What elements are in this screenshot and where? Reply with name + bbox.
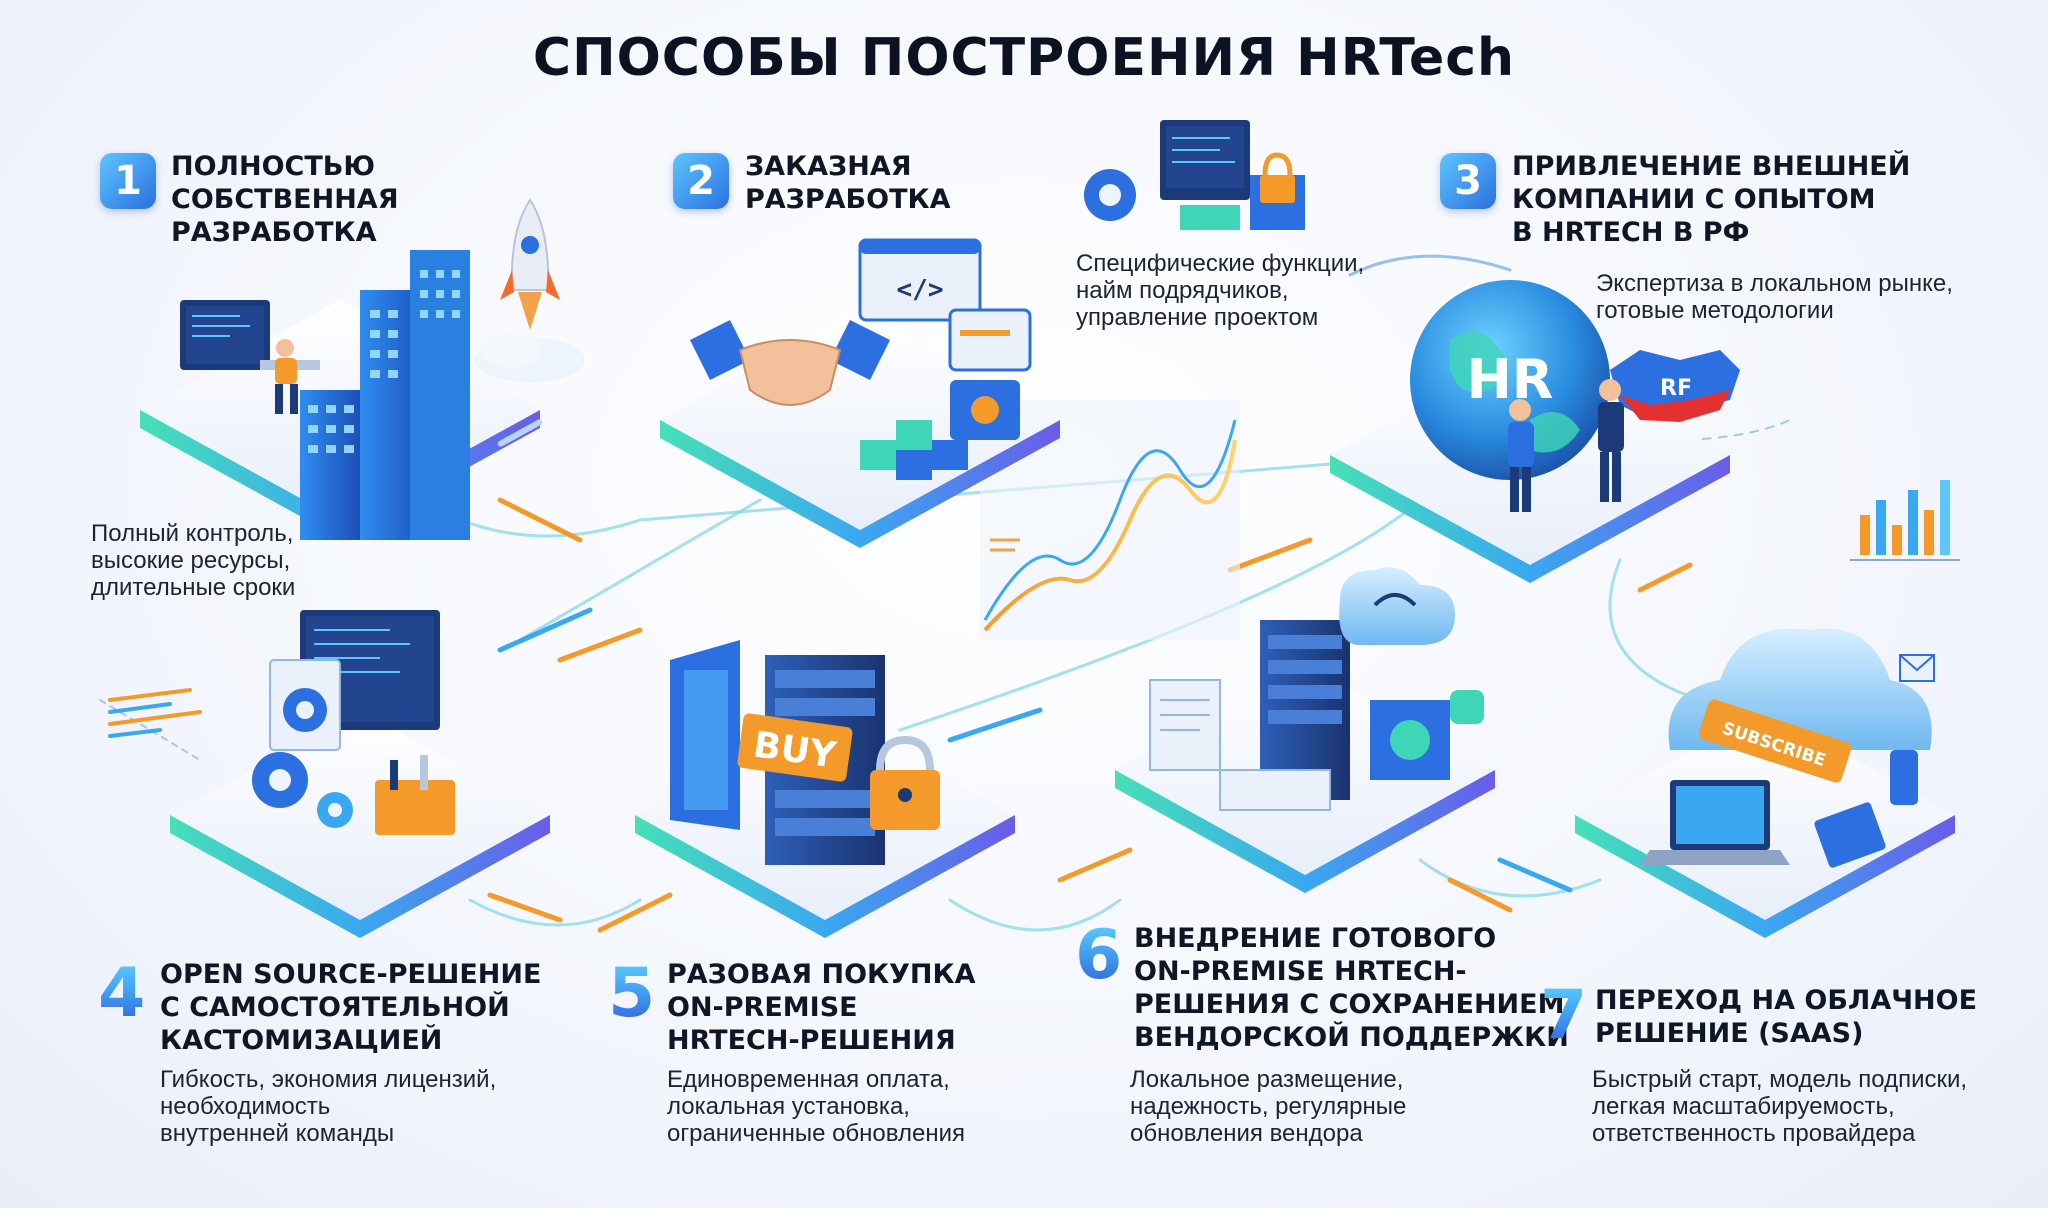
step-6-heading-line: ВНЕДРЕНИЕ ГОТОВОГО (1134, 923, 1497, 954)
step-5-number: 5 (608, 954, 656, 1033)
saas-cloud-illustration: SUBSCRIBE (1640, 628, 1935, 868)
buildings (300, 250, 470, 540)
step-6-description-line: Локальное размещение, (1130, 1066, 1404, 1093)
handshake-icon (690, 320, 890, 406)
step-3-heading-line: ПРИВЛЕЧЕНИЕ ВНЕШНЕЙ (1512, 151, 1911, 182)
platform-4 (170, 710, 550, 938)
step-3-heading-line: КОМПАНИИ С ОПЫТОМ (1512, 184, 1876, 215)
step-5-description-line: локальная установка, (667, 1093, 910, 1120)
arrow-accents (487, 497, 1693, 933)
vendor-support-illustration (1149, 567, 1484, 811)
page-title: СПОСОБЫ ПОСТРОЕНИЯ HRTech (532, 28, 1516, 88)
step-3-description-line: готовые методологии (1596, 297, 1834, 324)
step-5-heading-line: ON-PREMISE (667, 992, 858, 1023)
step-1-heading-line: СОБСТВЕННАЯ (171, 184, 399, 215)
step-6-heading: ВНЕДРЕНИЕ ГОТОВОГО ON-PREMISE HRTech- РЕ… (1134, 922, 1569, 1054)
step-5-description-line: Единовременная оплата, (667, 1066, 950, 1093)
step-6-heading-line: ВЕНДОРСКОЙ ПОДДЕРЖКИ (1134, 1022, 1569, 1053)
step-6-description: Локальное размещение, надежность, регуля… (1130, 1066, 1406, 1147)
step-6-heading-line: РЕШЕНИЯ С СОХРАНЕНИЕМ (1134, 989, 1565, 1020)
step-4-number: 4 (98, 954, 146, 1033)
step-6-description-line: надежность, регулярные (1130, 1093, 1407, 1120)
step-2-description-line: найм подрядчиков, (1076, 277, 1289, 304)
buy-server-illustration: BUY (670, 640, 940, 865)
globe-icon: HR (1410, 280, 1610, 480)
step-6-description-line: обновления вендора (1130, 1120, 1363, 1147)
step-7-number: 7 (1540, 976, 1588, 1055)
step-7-heading: ПЕРЕХОД НА ОБЛАЧНОЕ РЕШЕНИЕ (SaaS) (1595, 984, 1977, 1050)
step-7-description-line: ответственность провайдера (1592, 1120, 1916, 1147)
globe-hr-label: HR (1467, 348, 1554, 411)
rocket-icon (475, 198, 585, 382)
step-4-heading-line: КАСТОМИЗАЦИЕЙ (160, 1025, 443, 1056)
step-4-description-line: внутренней команды (160, 1120, 395, 1147)
step-2-heading-line: РАЗРАБОТКА (745, 184, 951, 215)
step-1-description-line: высокие ресурсы, (91, 547, 291, 574)
step-5-description-line: ограниченные обновления (667, 1120, 965, 1147)
code-window-icon: </> (858, 238, 1032, 440)
step-1-description: Полный контроль, высокие ресурсы, длител… (91, 520, 295, 601)
step-4-description-line: Гибкость, экономия лицензий, (160, 1066, 497, 1093)
step-7-heading-line: РЕШЕНИЕ (SaaS) (1595, 1018, 1864, 1049)
step-1-heading-line: РАЗРАБОТКА (171, 217, 377, 248)
step-3-heading-line: В HRTech В РФ (1512, 217, 1750, 248)
step-2-description-line: Специфические функции, (1076, 250, 1365, 277)
blocks-icon (860, 420, 968, 480)
step-7-description-line: легкая масштабируемость, (1592, 1093, 1895, 1120)
step-7-description: Быстрый старт, модель подписки, легкая м… (1592, 1066, 1967, 1147)
step-1-heading: ПОЛНОСТЬЮ СОБСТВЕННАЯ РАЗРАБОТКА (171, 150, 398, 249)
step-2-heading-line: ЗАКАЗНАЯ (745, 151, 912, 182)
code-lines-decoration (108, 688, 202, 738)
step-1-heading-line: ПОЛНОСТЬЮ (171, 151, 376, 182)
step-1-description-line: длительные сроки (91, 574, 296, 601)
code-tag-label: </> (897, 275, 944, 305)
people-icons (1508, 379, 1624, 512)
step-5-heading: РАЗОВАЯ ПОКУПКА ON-PREMISE HRTech-РЕШЕНИ… (667, 958, 975, 1057)
bar-chart-decoration (1850, 480, 1960, 561)
step-5-heading-line: РАЗОВАЯ ПОКУПКА (667, 959, 976, 990)
step-7-heading-line: ПЕРЕХОД НА ОБЛАЧНОЕ (1595, 985, 1978, 1016)
step-4-heading-line: С САМОСТОЯТЕЛЬНОЙ (160, 992, 510, 1023)
step-2-description: Специфические функции, найм подрядчиков,… (1076, 250, 1364, 331)
step-3-number: 3 (1440, 153, 1496, 209)
step-2-description-line: управление проектом (1076, 304, 1319, 331)
step-6-heading-line: ON-PREMISE HRTech- (1134, 956, 1467, 987)
map-rf-label: RF (1660, 376, 1692, 401)
step-1-number: 1 (100, 153, 156, 209)
step-7-description-line: Быстрый старт, модель подписки, (1592, 1066, 1968, 1093)
gear-server-icons (1084, 120, 1305, 230)
russia-map-icon: RF (1610, 350, 1740, 422)
office-illustration (180, 300, 320, 414)
step-2-heading: ЗАКАЗНАЯ РАЗРАБОТКА (745, 150, 950, 216)
step-1-description-line: Полный контроль, (91, 520, 294, 547)
step-2-number: 2 (673, 153, 729, 209)
step-3-description-line: Экспертиза в локальном рынке, (1596, 270, 1953, 297)
step-6-number: 6 (1075, 916, 1123, 995)
step-5-heading-line: HRTech-РЕШЕНИЯ (667, 1025, 956, 1056)
step-3-description: Экспертиза в локальном рынке, готовые ме… (1596, 270, 1953, 324)
step-4-heading-line: OPEN SOURCE-РЕШЕНИЕ (160, 959, 542, 990)
step-4-description: Гибкость, экономия лицензий, необходимос… (160, 1066, 496, 1147)
step-3-heading: ПРИВЛЕЧЕНИЕ ВНЕШНЕЙ КОМПАНИИ С ОПЫТОМ В … (1512, 150, 1910, 249)
open-source-illustration (252, 610, 455, 835)
step-4-description-line: необходимость (160, 1093, 331, 1120)
step-4-heading: OPEN SOURCE-РЕШЕНИЕ С САМОСТОЯТЕЛЬНОЙ КА… (160, 958, 541, 1057)
step-5-description: Единовременная оплата, локальная установ… (667, 1066, 965, 1147)
